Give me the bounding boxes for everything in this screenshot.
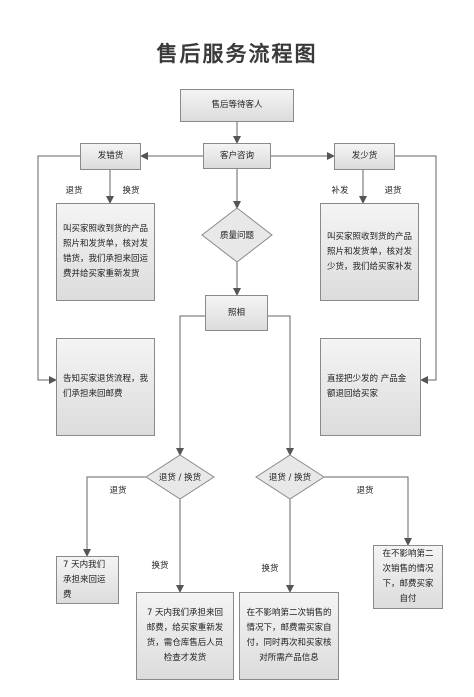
right-decision-diamond	[255, 454, 325, 500]
node-wrong-desc: 叫买家照收到货的产品照片和发货单，核对发错货，我们承担来回运费并给买家重新发货	[56, 203, 155, 301]
node-no-resale-exchange: 在不影响第二次销售的情况下，邮费需买家自付，同时再次和买家核对所需产品信息	[239, 592, 339, 680]
quality-label: 质量问题	[219, 231, 255, 241]
edge-label-return-1: 退货	[65, 186, 83, 196]
edge-label-exchange-3: 换货	[261, 564, 279, 574]
node-consult: 客户咨询	[203, 143, 271, 169]
node-short-goods: 发少货	[334, 143, 395, 170]
node-short-desc: 叫买家照收到货的产品照片和发货单，核对发少货，我们给买家补发	[320, 203, 419, 301]
node-no-resale-return: 在不影响第二次销售的情况下，邮费买家自付	[373, 545, 443, 609]
left-decision-label: 退货 / 换货	[158, 473, 202, 483]
page-title: 售后服务流程图	[156, 42, 318, 66]
node-refund-direct: 直接把少发的 产品金额退回给买家	[320, 338, 421, 436]
quality-diamond	[201, 207, 273, 263]
edge-label-reissue: 补发	[331, 186, 349, 196]
edge-label-return-4: 退货	[356, 486, 374, 496]
node-photo: 照相	[205, 295, 268, 331]
edge-label-return-3: 退货	[109, 486, 127, 496]
edge-label-exchange-2: 换货	[151, 561, 169, 571]
edge-label-exchange-1: 换货	[122, 186, 140, 196]
edge-label-return-2: 退货	[384, 186, 402, 196]
node-seven-day-return: 7 天内我们承担来回运费	[56, 556, 119, 604]
node-notify-return: 告知买家退货流程，我们承担来回邮费	[56, 338, 155, 436]
left-decision-diamond	[145, 454, 215, 500]
right-decision-label: 退货 / 换货	[268, 473, 312, 483]
node-wrong-goods: 发错货	[80, 143, 141, 170]
node-seven-day-exchange: 7 天内我们承担来回邮费，给买家重新发货，需仓库售后人员检查才发货	[136, 592, 234, 680]
node-start: 售后等待客人	[180, 89, 294, 122]
